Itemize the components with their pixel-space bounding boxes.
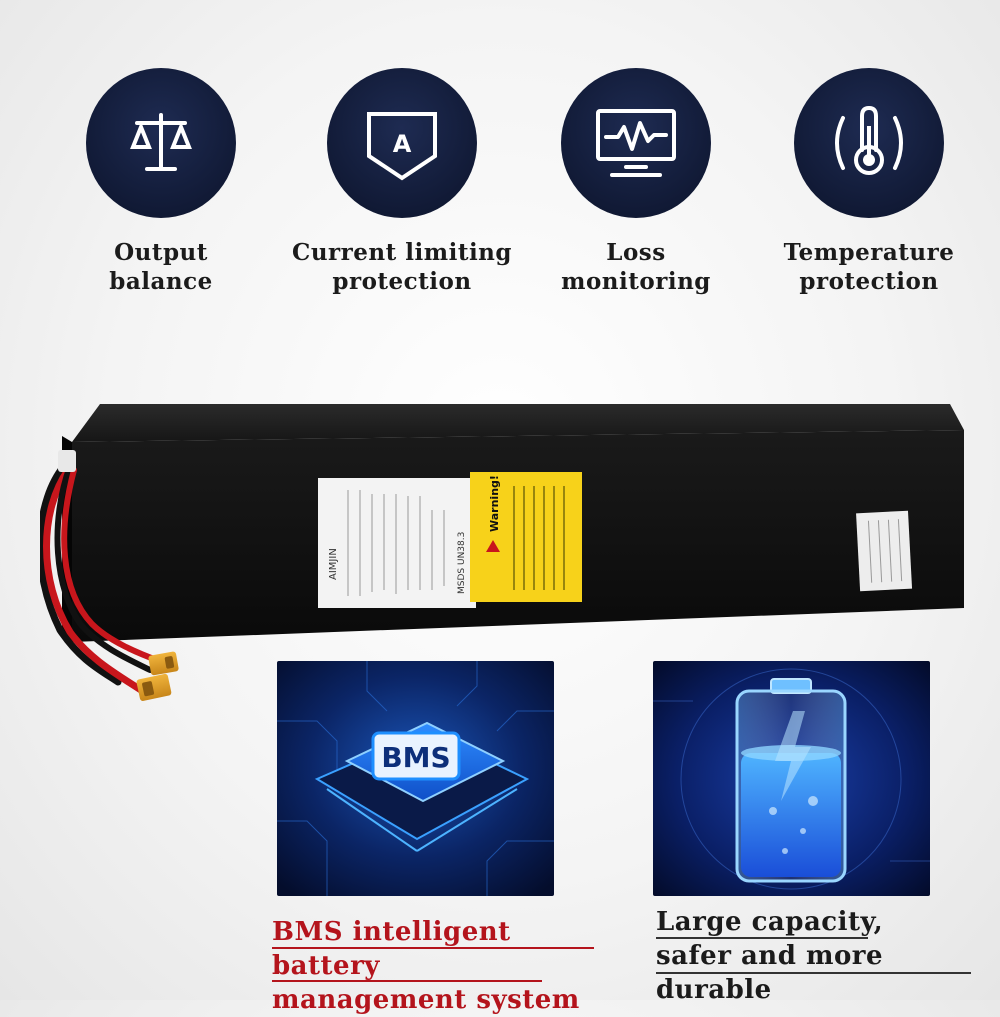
battery-warning-title: Warning!	[488, 475, 501, 532]
bms-caption-underline	[272, 947, 594, 949]
battery-spec-label: AIMJIN MSDS UN38.3	[318, 478, 476, 608]
bms-caption: BMS intelligent battery management syste…	[272, 917, 580, 1015]
bms-chip-label: BMS	[381, 741, 450, 774]
battery-pack-image: AIMJIN MSDS UN38.3 Warning!	[40, 404, 964, 701]
feature-current-limiting: A Current limiting protection	[287, 68, 517, 296]
battery-warning-label: Warning!	[470, 472, 582, 602]
thermometer-icon	[794, 68, 944, 218]
battery-cert: MSDS UN38.3	[457, 532, 467, 594]
battery-brand: AIMJIN	[328, 548, 339, 580]
feature-label: Temperature protection	[783, 239, 955, 295]
feature-label: Loss monitoring	[561, 239, 711, 295]
feature-temperature-protection: Temperature protection	[749, 68, 989, 296]
monitor-waveform-icon	[561, 68, 711, 218]
shield-current-icon: A	[327, 68, 477, 218]
feature-output-balance: Output balance	[46, 68, 276, 296]
capacity-caption: Large capacity, safer and more durable	[656, 907, 884, 1005]
capacity-caption-underline	[656, 972, 971, 974]
feature-label: Output balance	[109, 239, 213, 295]
bms-panel: BMS	[277, 661, 554, 896]
svg-text:A: A	[393, 130, 412, 158]
balance-scale-icon	[86, 68, 236, 218]
bms-caption-underline	[272, 980, 542, 982]
feature-label: Current limiting protection	[292, 239, 512, 295]
feature-loss-monitoring: Loss monitoring	[521, 68, 751, 296]
capacity-panel	[653, 661, 930, 896]
capacity-caption-underline	[656, 937, 868, 939]
